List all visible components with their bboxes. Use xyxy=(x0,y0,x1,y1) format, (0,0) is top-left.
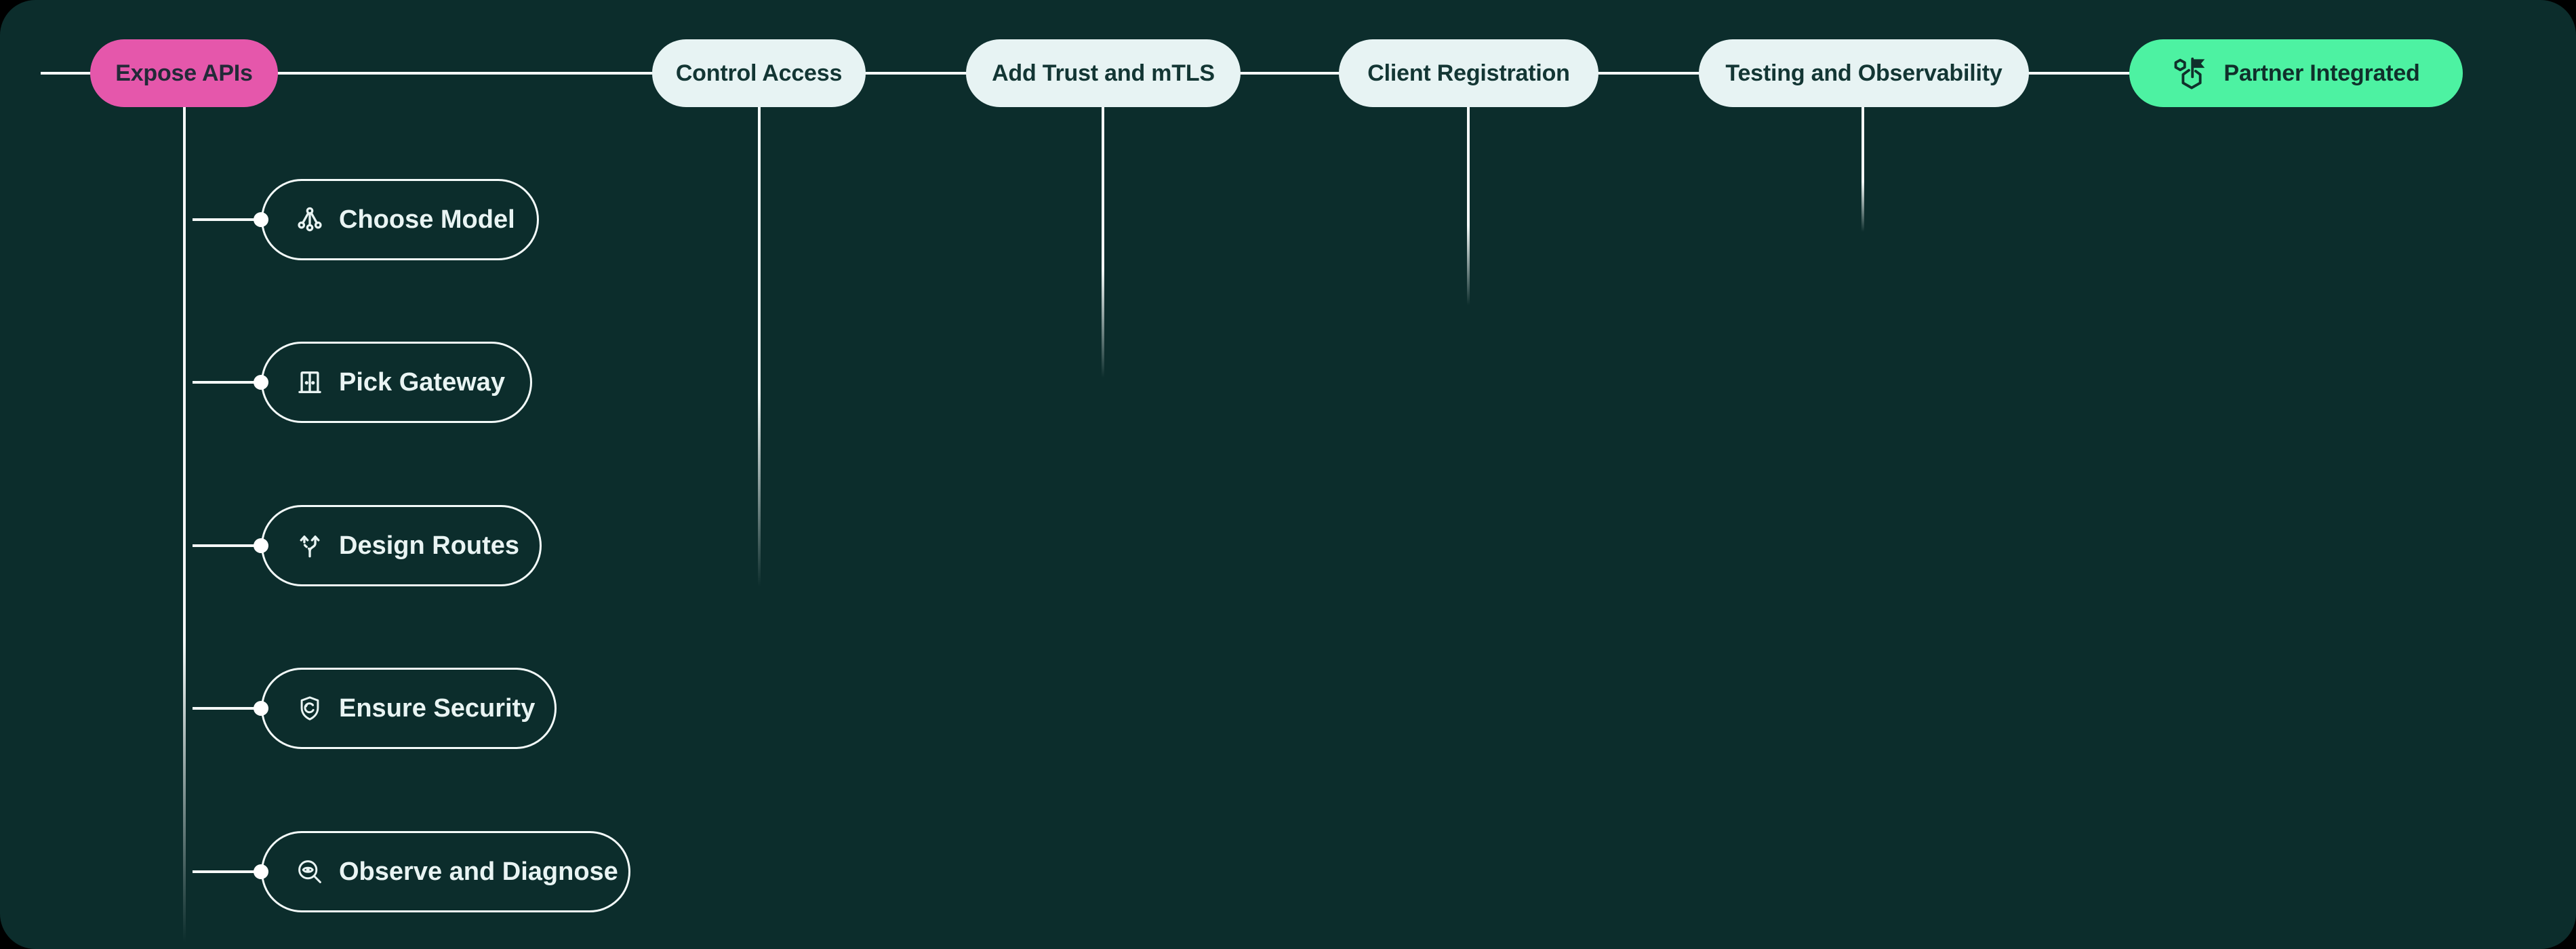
subnode-label: Ensure Security xyxy=(339,693,536,723)
subnode-label: Design Routes xyxy=(339,531,520,560)
stage-node-expose-apis[interactable]: Expose APIs xyxy=(90,39,278,107)
junction-dot xyxy=(254,864,268,879)
shield-scan-icon xyxy=(300,696,319,721)
expose-apis-branch-trunk-line xyxy=(183,105,186,942)
subnode-design-routes[interactable]: Design Routes xyxy=(261,505,542,586)
junction-dot xyxy=(254,701,268,716)
stage-label: Client Registration xyxy=(1367,60,1570,86)
subnode-choose-model[interactable]: Choose Model xyxy=(261,179,539,260)
control-access-tail-line xyxy=(758,105,761,586)
stage-node-client-registration[interactable]: Client Registration xyxy=(1339,39,1598,107)
stage-label: Testing and Observability xyxy=(1725,60,2003,86)
split-arrows-icon xyxy=(300,536,320,558)
branch-line xyxy=(193,218,260,221)
branch-line xyxy=(193,707,260,710)
junction-dot xyxy=(254,538,268,553)
add-trust-tail-line xyxy=(1102,105,1104,378)
subnode-ensure-security[interactable]: Ensure Security xyxy=(261,668,557,749)
subnode-pick-gateway[interactable]: Pick Gateway xyxy=(261,342,532,423)
junction-dot xyxy=(254,375,268,390)
testing-observability-tail-line xyxy=(1861,105,1864,232)
subnode-label: Observe and Diagnose xyxy=(339,857,618,886)
branch-line xyxy=(193,870,260,873)
branch-line xyxy=(193,381,260,384)
stage-label: Partner Integrated xyxy=(2223,60,2420,86)
client-registration-tail-line xyxy=(1467,105,1470,305)
subnode-label: Choose Model xyxy=(339,205,515,234)
subnode-observe-and-diagnose[interactable]: Observe and Diagnose xyxy=(261,831,630,912)
milestone-flag-icon xyxy=(2174,57,2205,89)
branch-line xyxy=(193,544,260,547)
stage-node-add-trust-mtls[interactable]: Add Trust and mTLS xyxy=(966,39,1241,107)
gateway-door-icon xyxy=(298,371,321,394)
stage-label: Add Trust and mTLS xyxy=(992,60,1215,86)
stage-label: Control Access xyxy=(675,60,843,86)
subnode-label: Pick Gateway xyxy=(339,367,506,397)
junction-dot xyxy=(254,212,268,227)
decision-tree-icon xyxy=(298,207,322,232)
stage-node-partner-integrated[interactable]: Partner Integrated xyxy=(2129,39,2463,107)
stage-node-testing-observability[interactable]: Testing and Observability xyxy=(1699,39,2029,107)
stage-label: Expose APIs xyxy=(115,60,253,86)
magnifier-eye-icon xyxy=(298,860,321,883)
stage-node-control-access[interactable]: Control Access xyxy=(652,39,866,107)
